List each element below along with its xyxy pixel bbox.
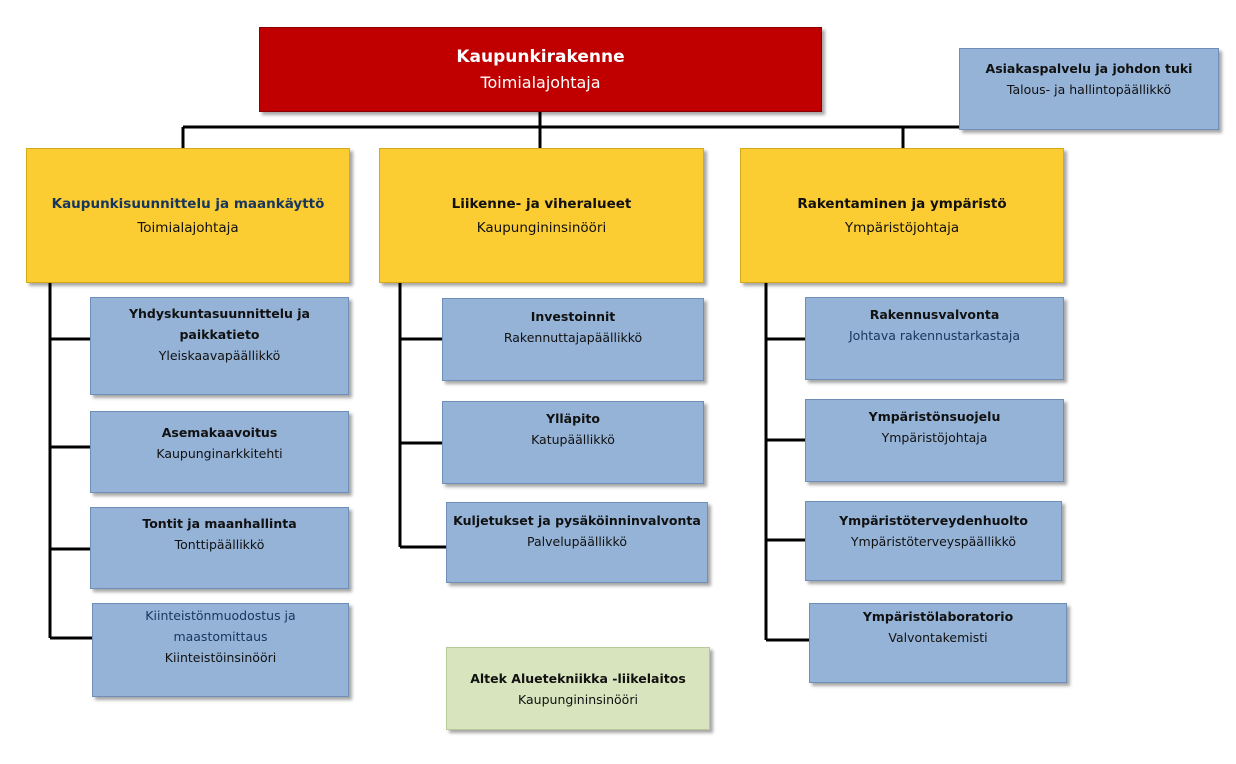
unit-box-kiinteistonmuodostus: Kiinteistönmuodostus ja maastomittaus Ki… [92,603,349,697]
unit-title: Ympäristöterveydenhuolto [839,513,1028,528]
unit-subtitle: Valvontakemisti [888,630,988,645]
top-box-kaupunkirakenne: Kaupunkirakenne Toimialajohtaja [259,27,822,112]
division-title: Rakentaminen ja ympäristö [797,195,1007,212]
staff-box: Asiakaspalvelu ja johdon tuki Talous- ja… [959,48,1219,130]
unit-title: Ylläpito [546,411,600,426]
unit-box-tontit: Tontit ja maanhallinta Tonttipäällikkö [90,507,349,589]
unit-box-yhdyskuntasuunnittelu: Yhdyskuntasuunnittelu ja paikkatieto Yle… [90,297,349,395]
unit-title: Rakennusvalvonta [869,307,1000,322]
division-title: Liikenne- ja viheralueet [451,195,632,212]
unit-title: Tontit ja maanhallinta [142,516,297,531]
top-subtitle: Toimialajohtaja [480,72,601,92]
unit-title: Asemakaavoitus [161,425,278,440]
enterprise-box-altek: Altek Aluetekniikka -liikelaitos Kaupung… [446,647,710,730]
unit-subtitle: Ympäristöjohtaja [881,430,988,445]
unit-box-yllapito: Ylläpito Katupäällikkö [442,401,704,484]
division-title: Kaupunkisuunnittelu ja maankäyttö [51,195,325,212]
unit-box-ymparistolaboratorio: Ympäristölaboratorio Valvontakemisti [809,603,1067,683]
enterprise-title: Altek Aluetekniikka -liikelaitos [470,670,686,686]
unit-subtitle: Kaupunginarkkitehti [156,446,283,461]
unit-box-investoinnit: Investoinnit Rakennuttajapäällikkö [442,298,704,381]
unit-title: Kiinteistönmuodostus ja maastomittaus [145,608,296,644]
unit-subtitle: Kiinteistöinsinööri [164,650,277,665]
enterprise-subtitle: Kaupungininsinööri [518,691,638,707]
unit-title: Ympäristölaboratorio [862,609,1014,624]
unit-subtitle: Palvelupäällikkö [527,534,627,549]
division-subtitle: Ympäristöjohtaja [844,219,960,236]
unit-title: Yhdyskuntasuunnittelu ja paikkatieto [128,306,310,342]
unit-subtitle: Yleiskaavapäällikkö [158,348,281,363]
division-box-1: Kaupunkisuunnittelu ja maankäyttö Toimia… [26,148,350,283]
unit-box-kuljetukset: Kuljetukset ja pysäköinninvalvonta Palve… [446,502,708,583]
unit-subtitle: Johtava rakennustarkastaja [849,328,1020,343]
division-subtitle: Toimialajohtaja [137,219,239,236]
unit-title: Kuljetukset ja pysäköinninvalvonta [453,513,701,528]
unit-title: Ympäristönsuojelu [868,409,1001,424]
division-box-2: Liikenne- ja viheralueet Kaupungininsinö… [379,148,704,283]
staff-subtitle: Talous- ja hallintopäällikkö [1006,82,1172,97]
unit-subtitle: Katupäällikkö [531,432,615,447]
division-box-3: Rakentaminen ja ympäristö Ympäristöjohta… [740,148,1064,283]
unit-box-rakennusvalvonta: Rakennusvalvonta Johtava rakennustarkast… [805,297,1064,380]
unit-subtitle: Tonttipäällikkö [174,537,265,552]
unit-box-ymparistonsuojelu: Ympäristönsuojelu Ympäristöjohtaja [805,399,1064,482]
top-title: Kaupunkirakenne [456,46,625,67]
unit-subtitle: Rakennuttajapäällikkö [503,330,643,345]
division-subtitle: Kaupungininsinööri [476,219,607,236]
unit-subtitle: Ympäristöterveyspäällikkö [850,534,1017,549]
unit-box-asemakaavoitus: Asemakaavoitus Kaupunginarkkitehti [90,411,349,493]
staff-title: Asiakaspalvelu ja johdon tuki [985,61,1193,76]
unit-title: Investoinnit [530,309,616,324]
unit-box-ymparistoterveydenhuolto: Ympäristöterveydenhuolto Ympäristötervey… [805,501,1062,581]
